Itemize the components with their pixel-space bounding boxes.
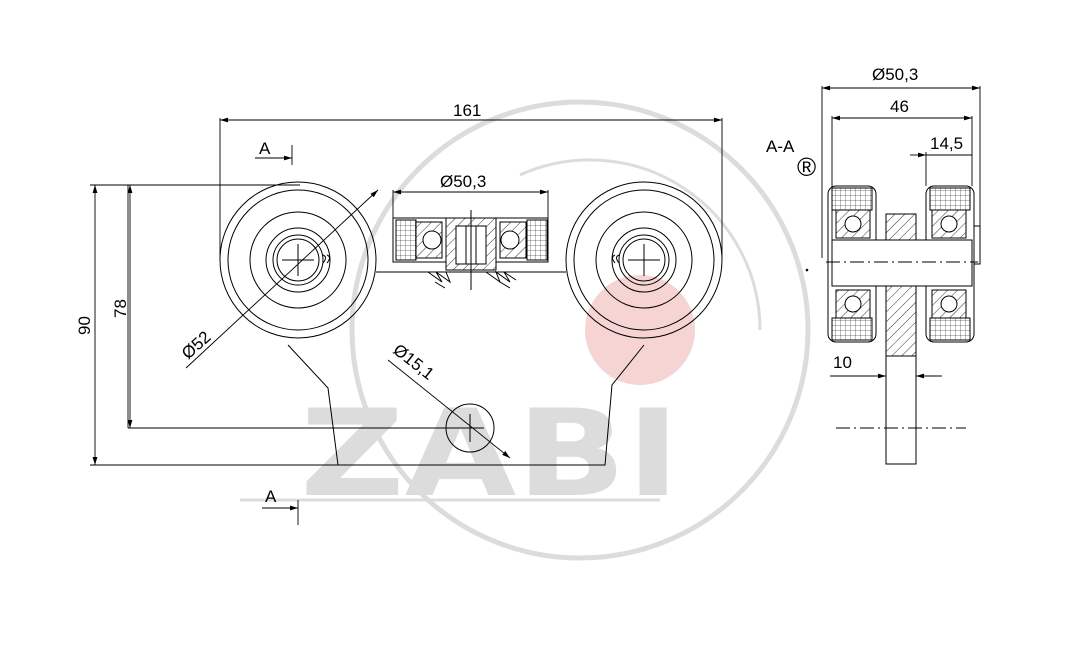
- section-mark-top: A: [259, 139, 271, 158]
- watermark-ring: [349, 99, 811, 561]
- dim-90: 90: [75, 316, 94, 335]
- front-dimensions: [90, 117, 723, 525]
- section-view: [805, 185, 981, 465]
- watermark-registered: ®: [797, 152, 816, 182]
- section-dimensions: [821, 85, 981, 379]
- side-dim-dia-50-3: Ø50,3: [872, 65, 918, 84]
- watermark: ZABI ®: [240, 99, 816, 561]
- dim-dia-50-3-front: Ø50,3: [440, 172, 486, 191]
- left-wheel: [219, 181, 377, 339]
- center-wheel-section: [392, 210, 549, 290]
- bracket-body: [287, 344, 645, 466]
- dim-161: 161: [453, 101, 481, 120]
- side-dim-10: 10: [833, 353, 852, 372]
- watermark-arc: [519, 158, 762, 331]
- front-view: [219, 181, 723, 466]
- dim-dia-52: Ø52: [178, 327, 215, 363]
- right-wheel: [565, 181, 723, 339]
- dim-dia-15-1: Ø15,1: [390, 340, 438, 383]
- side-dim-46: 46: [890, 97, 909, 116]
- section-title: A-A: [766, 137, 795, 156]
- section-mark-bottom: A: [265, 487, 277, 506]
- watermark-text: ZABI: [300, 385, 680, 524]
- side-dim-14-5: 14,5: [930, 134, 963, 153]
- dim-78: 78: [111, 299, 130, 318]
